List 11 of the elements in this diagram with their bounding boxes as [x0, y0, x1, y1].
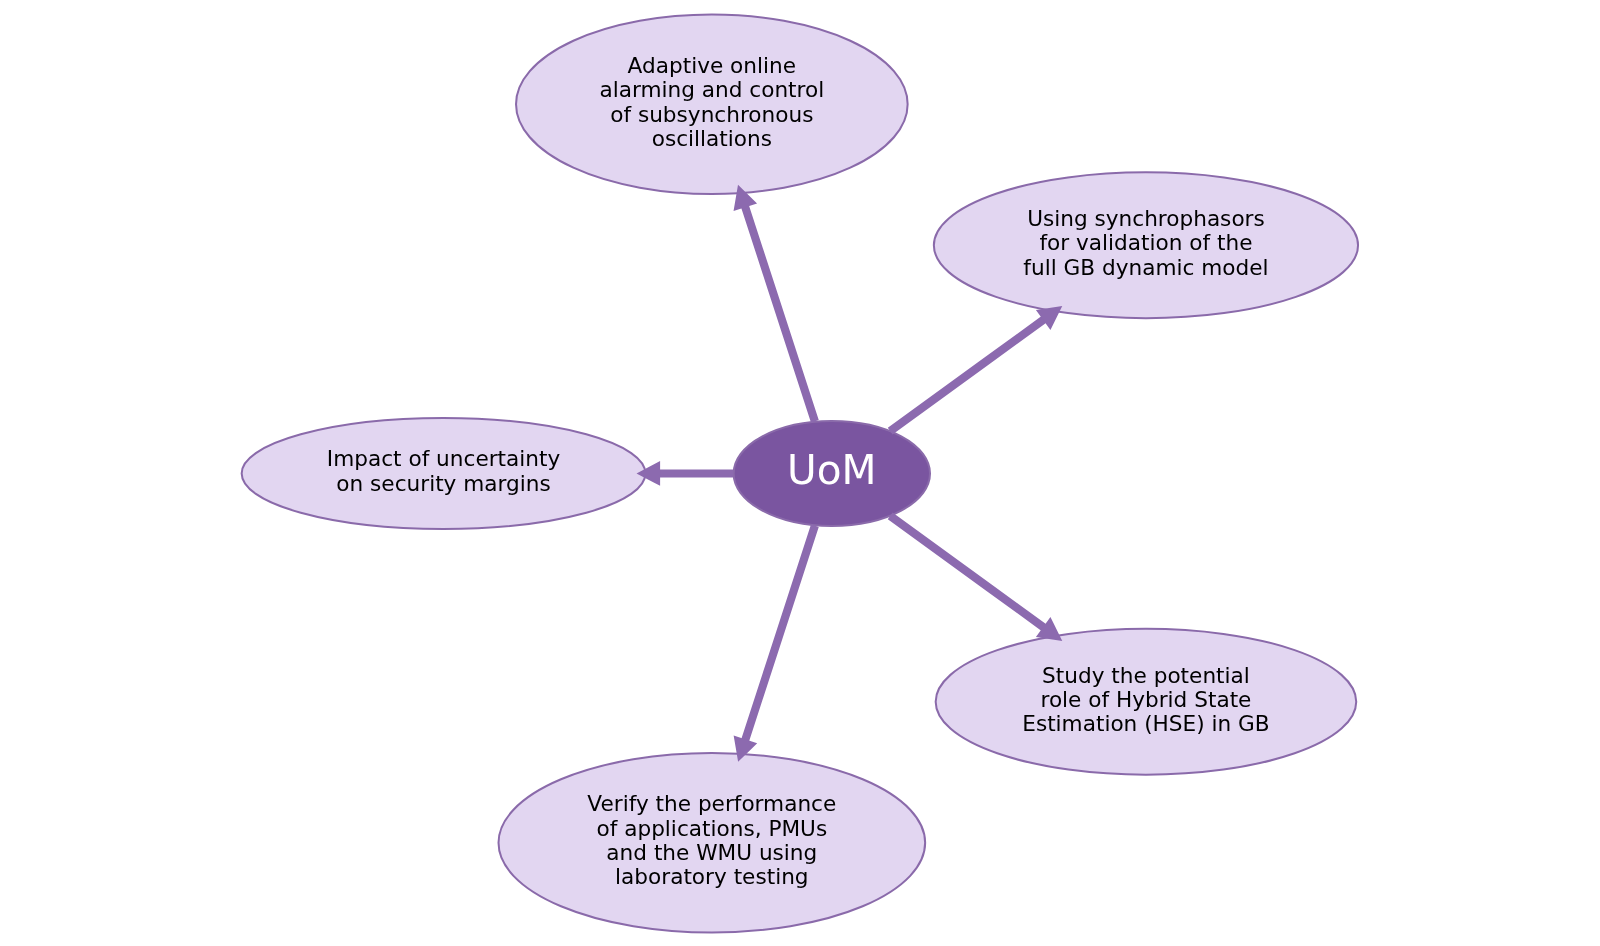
arrow — [733, 184, 819, 423]
arrow — [733, 523, 819, 762]
arrow — [636, 460, 734, 486]
node-ellipse: Verify the performance of applications, PMUs and the WMU using laboratory testing — [497, 751, 927, 934]
node-ellipse: Study the potential role of Hybrid State Estimation (HSE) in GB — [934, 627, 1358, 776]
arrow — [887, 512, 1063, 641]
node-ellipse: Using synchrophasors for validation of the full GB dynamic model — [932, 170, 1360, 319]
node-ellipse: Adaptive online alarming and control of subsynchronous oscillations — [515, 12, 909, 195]
node-ellipse: Impact of uncertainty on security margins — [240, 416, 647, 530]
node-ellipse: UoM — [732, 419, 931, 527]
arrow — [887, 305, 1063, 434]
